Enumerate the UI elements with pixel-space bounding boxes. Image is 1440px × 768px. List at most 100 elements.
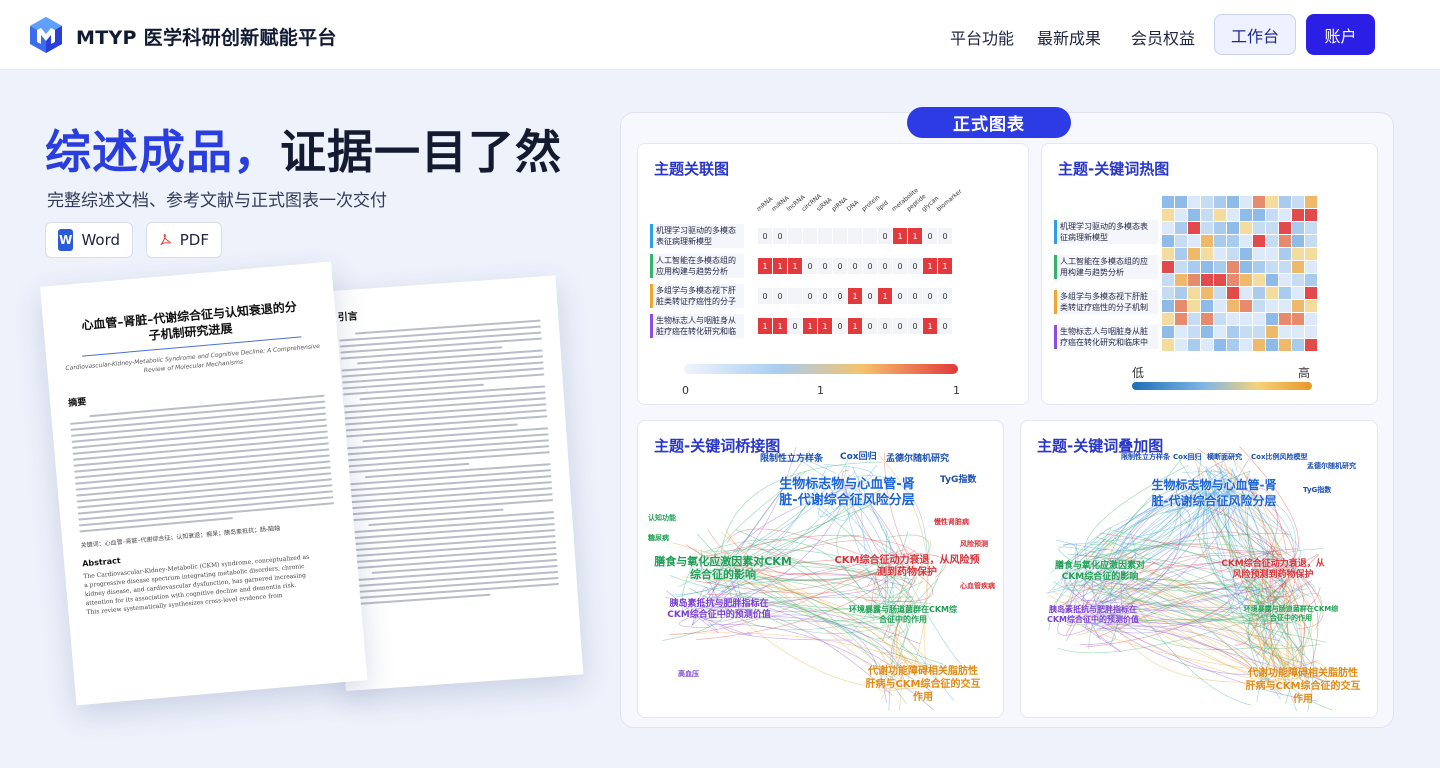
panel-badge[interactable]: 正式图表: [907, 107, 1071, 138]
nav-link-latest[interactable]: 最新成果: [1037, 29, 1102, 48]
network-edge: [1088, 485, 1179, 567]
heatmap-cell: [1188, 326, 1200, 338]
network-edge: [679, 601, 747, 629]
bridge-side-label: 慢性肾脏病: [934, 518, 969, 526]
network-edge: [1064, 564, 1111, 596]
workbench-button[interactable]: 工作台: [1214, 14, 1296, 55]
network-edge: [853, 475, 928, 574]
heatmap-cell: [1305, 274, 1317, 286]
relation-cell: 1: [848, 318, 862, 334]
relation-cell: 0: [758, 288, 772, 304]
relation-cell: [803, 228, 817, 244]
network-edge: [1219, 485, 1302, 679]
network-edge: [707, 529, 905, 582]
relation-column-label: piRNA: [830, 195, 849, 213]
heatmap-cell: [1292, 209, 1304, 221]
heatmap-cell: [1162, 222, 1174, 234]
network-edge: [1096, 564, 1235, 620]
network-edge: [665, 596, 914, 622]
heatmap-cell: [1279, 274, 1291, 286]
network-edge: [710, 479, 883, 621]
network-edge: [1276, 608, 1294, 704]
heatmap-cell: [1214, 196, 1226, 208]
account-button[interactable]: 账户: [1306, 14, 1375, 55]
document-title: 心血管–肾脏–代谢综合征与认知衰退的分 子机制研究进展: [61, 297, 319, 351]
network-edge: [1202, 469, 1286, 609]
network-edge: [1271, 550, 1289, 636]
heatmap-cell: [1188, 313, 1200, 325]
network-edge: [1263, 548, 1324, 600]
heatmap-cell: [1214, 300, 1226, 312]
network-edge: [1096, 627, 1281, 690]
network-edge: [1203, 491, 1308, 593]
row-color-bar: [1054, 220, 1057, 244]
heatmap-cell: [1227, 196, 1239, 208]
overlay-network-lines: [1046, 446, 1338, 712]
bridge-chart-card[interactable]: 主题-关键词桥接图 限制性立方样条 Cox回归 孟德尔随机研究 TyG指数 生物…: [637, 420, 1004, 718]
network-edge: [881, 651, 929, 679]
overlay-top-label: Cox回归: [1173, 453, 1202, 461]
relation-cell: 0: [773, 228, 787, 244]
network-edge: [1076, 619, 1284, 673]
heatmap-cell: [1279, 235, 1291, 247]
nav-link-membership[interactable]: 会员权益: [1131, 29, 1196, 48]
heatmap-cell: [1201, 287, 1213, 299]
heatmap-chart-card[interactable]: 主题-关键词热图 机理学习驱动的多模态表征病理新模型人工智能在多模态组的应用构建…: [1041, 143, 1378, 405]
network-edge: [1252, 594, 1299, 641]
relation-cell: 1: [773, 318, 787, 334]
heatmap-cell: [1253, 274, 1265, 286]
network-edge: [1265, 549, 1279, 623]
heatmap-cell: [1240, 300, 1252, 312]
network-edge: [1089, 561, 1283, 696]
network-edge: [1243, 610, 1286, 627]
network-edge: [1095, 470, 1251, 557]
network-edge: [703, 539, 861, 589]
heatmap-cell: [1266, 209, 1278, 221]
network-edge: [1061, 585, 1303, 682]
heatmap-cell: [1240, 196, 1252, 208]
network-edge: [822, 463, 873, 485]
overlay-topic-label: 胰岛素抵抗与肥胖指标在CKM综合征中的预测价值: [1046, 605, 1140, 624]
network-edge: [1102, 540, 1301, 664]
network-edge: [1084, 623, 1258, 668]
row-color-bar: [1054, 255, 1057, 279]
network-edge: [1101, 575, 1138, 616]
heatmap-cell: [1214, 248, 1226, 260]
network-edge: [1256, 530, 1287, 683]
heatmap-cell: [1214, 326, 1226, 338]
heatmap-cell: [1253, 196, 1265, 208]
network-edge: [841, 470, 887, 565]
relation-cell: 0: [878, 258, 892, 274]
network-edge: [1076, 504, 1244, 572]
network-edge: [816, 507, 912, 599]
bridge-side-label: 糖尿病: [648, 534, 669, 542]
word-format-button[interactable]: W Word: [45, 222, 133, 258]
network-edge: [1182, 485, 1286, 685]
network-edge: [1251, 562, 1298, 571]
heatmap-cell: [1266, 274, 1278, 286]
bridge-side-label: 风险预测: [960, 540, 988, 548]
relation-cell: 0: [908, 258, 922, 274]
network-edge: [1079, 527, 1112, 557]
heatmap-cell: [1305, 235, 1317, 247]
heatmap-cell: [1175, 261, 1187, 273]
pdf-format-button[interactable]: PDF: [146, 222, 222, 258]
overlay-chart-card[interactable]: 主题-关键词叠加图 限制性立方样条 Cox回归 横断面研究 Cox比例风险模型 …: [1020, 420, 1378, 718]
relation-cell: 0: [848, 258, 862, 274]
network-edge: [1055, 481, 1228, 551]
network-edge: [799, 457, 837, 481]
network-edge: [1053, 551, 1087, 591]
relation-row-label: 人工智能在多模态组的应用构建与趋势分析: [650, 254, 744, 278]
network-edge: [685, 543, 921, 576]
logo-icon[interactable]: [28, 16, 64, 54]
nav-link-features[interactable]: 平台功能: [950, 29, 1015, 48]
logo-text[interactable]: MTYP 医学科研创新赋能平台: [76, 27, 337, 49]
network-edge: [748, 545, 896, 576]
network-edge: [846, 474, 955, 702]
heatmap-cell: [1214, 261, 1226, 273]
network-edge: [1176, 510, 1278, 601]
network-edge: [669, 558, 884, 635]
network-edge: [1216, 477, 1337, 690]
network-edge: [1210, 450, 1299, 664]
